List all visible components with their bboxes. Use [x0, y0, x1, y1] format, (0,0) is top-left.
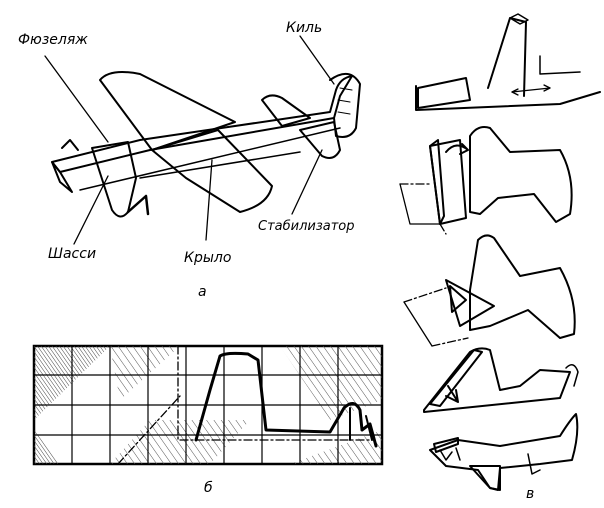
fuselage-strip: [51, 75, 353, 173]
panel-letter-a: а: [198, 284, 207, 300]
fold-step-3: [403, 234, 576, 347]
label-fuselage: Фюзеляж: [18, 32, 88, 48]
main-wing: [99, 71, 236, 151]
fold-step-1: [415, 13, 601, 111]
landing-gear: [91, 141, 137, 218]
stabilizer: [261, 94, 311, 127]
folding-steps: в: [399, 13, 601, 502]
cut-outline: [194, 351, 378, 448]
label-stabilizer: Стабилизатор: [258, 219, 355, 234]
cutting-template: б: [32, 344, 384, 496]
keel: [329, 73, 361, 138]
glider-assembled: Фюзеляж Киль Стабилизатор Шасси Крыло а: [18, 20, 361, 300]
label-keel: Киль: [286, 20, 322, 36]
fold-step-2: [399, 126, 573, 235]
panel-letter-c: в: [526, 486, 534, 502]
fold-step-5: [429, 413, 579, 491]
panel-letter-b: б: [204, 480, 213, 496]
label-gear: Шасси: [48, 246, 96, 262]
label-wing: Крыло: [184, 250, 231, 266]
fold-step-4: [423, 347, 579, 413]
